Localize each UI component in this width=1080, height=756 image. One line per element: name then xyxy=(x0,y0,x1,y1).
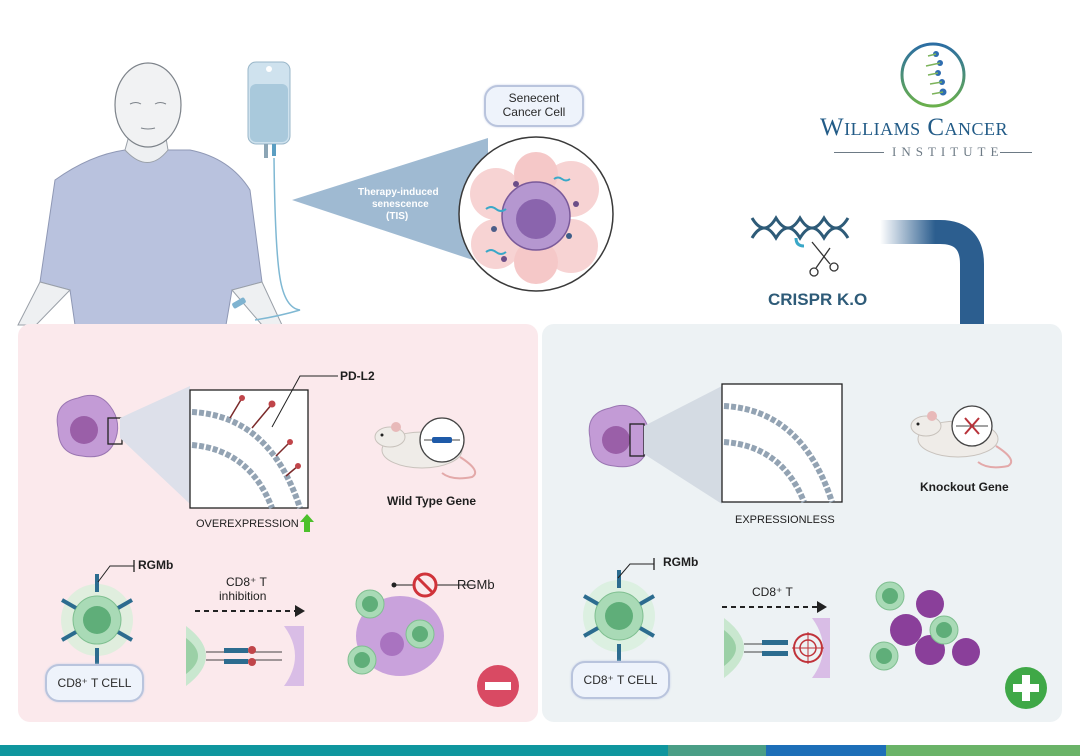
rgmb-callout-line-left xyxy=(97,560,135,583)
cancer-cell-icon xyxy=(56,394,123,458)
rgmb-label-left: RGMb xyxy=(138,558,174,572)
crispr-dna-scissors-icon xyxy=(750,215,850,277)
senescent-label-line1: Senecent xyxy=(508,91,560,105)
minus-icon xyxy=(477,665,519,707)
logo-right-rule xyxy=(1000,152,1032,153)
membrane-zoom-box-right xyxy=(721,383,843,504)
blocked-rgmb-label: RGMb xyxy=(457,577,495,592)
senescent-cell-illustration xyxy=(458,136,614,292)
activation-dashed-arrow xyxy=(722,601,827,613)
knockout-mouse-icon xyxy=(910,405,1012,469)
logo-subtitle: INSTITUTE xyxy=(892,144,1004,159)
plus-icon xyxy=(1005,667,1047,709)
knockout-gene-label: Knockout Gene xyxy=(920,480,1009,494)
senescent-cancer-cell-label: Senecent Cancer Cell xyxy=(484,85,584,127)
logo-title: Williams Cancer xyxy=(820,114,1009,141)
footer-bar-segment-3 xyxy=(766,745,886,756)
footer-bar-segment-4 xyxy=(886,745,1080,756)
membrane-zoom-cone-right xyxy=(644,386,722,504)
inhibition-label-line2: inhibition xyxy=(219,589,267,603)
tis-zoom-cone xyxy=(292,138,488,265)
wild-type-mouse-icon xyxy=(374,417,476,480)
expressionless-label: EXPRESSIONLESS xyxy=(735,514,835,526)
cd8-t-cell-icon-right xyxy=(583,570,655,662)
tis-label-line2: senescence xyxy=(372,199,429,210)
footer-bar-segment-1 xyxy=(0,745,668,756)
tis-label-line3: (TIS) xyxy=(386,211,409,222)
dna-logo-icon xyxy=(900,42,966,108)
killed-tumor-cells-icon xyxy=(869,581,980,671)
rgmb-label-right: RGMb xyxy=(663,555,699,569)
inhibition-label-line1: CD8⁺ T xyxy=(226,575,267,589)
overexpression-label: OVEREXPRESSION xyxy=(196,518,299,530)
iv-bag-icon xyxy=(247,61,301,321)
rgmb-callout-line-right xyxy=(617,558,655,579)
cd8-t-cell-icon-left xyxy=(61,574,133,666)
cancer-cell-icon-right xyxy=(588,404,651,468)
green-up-arrow-icon xyxy=(300,514,314,532)
membrane-zoom-cone-left xyxy=(120,386,190,504)
inhibition-dashed-arrow xyxy=(195,605,305,617)
membrane-zoom-box-left xyxy=(189,389,309,510)
blocked-rgmb-icon xyxy=(391,572,474,598)
cd8-t-cell-text-right: CD8⁺ T CELL xyxy=(583,673,658,687)
patient-illustration xyxy=(17,62,283,326)
activation-label: CD8⁺ T xyxy=(752,585,793,599)
cd8-t-cell-label-right: CD8⁺ T CELL xyxy=(571,661,670,699)
cd8-t-cell-label-left: CD8⁺ T CELL xyxy=(45,664,144,702)
senescent-label-line2: Cancer Cell xyxy=(502,105,566,119)
footer-bar-segment-2 xyxy=(668,745,766,756)
pdl2-callout-line xyxy=(271,375,338,428)
crispr-label: CRISPR K.O xyxy=(768,290,868,309)
receptor-binding-illustration-right xyxy=(724,618,830,678)
tis-label-line1: Therapy-induced xyxy=(358,187,439,198)
logo-left-rule xyxy=(834,152,884,153)
pdl2-label: PD-L2 xyxy=(340,369,375,383)
tumor-with-blocked-t-cells-icon xyxy=(347,589,444,676)
receptor-binding-illustration-left xyxy=(186,626,304,686)
wild-type-gene-label: Wild Type Gene xyxy=(387,494,477,508)
cd8-t-cell-text-left: CD8⁺ T CELL xyxy=(57,676,132,690)
